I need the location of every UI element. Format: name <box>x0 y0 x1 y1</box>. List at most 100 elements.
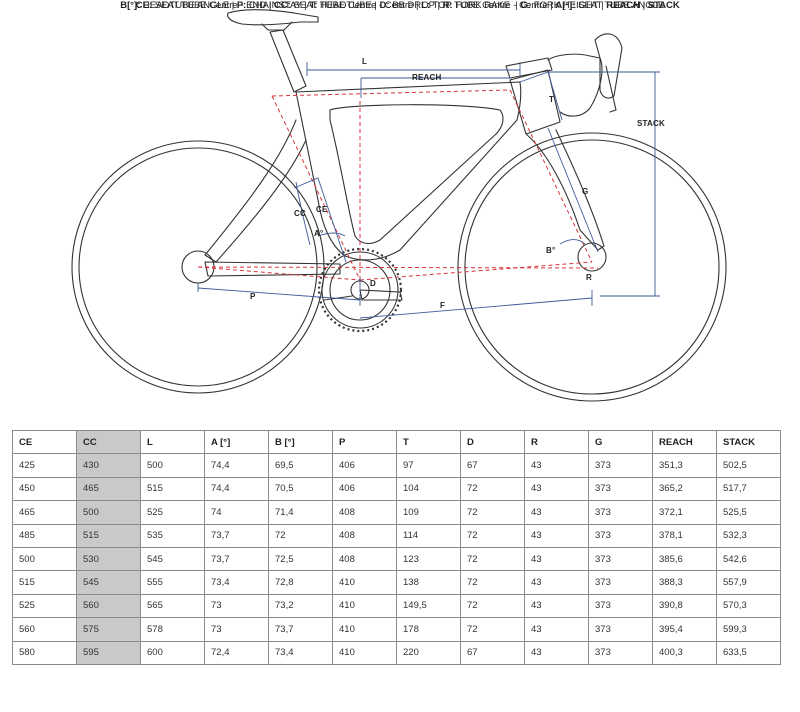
seatstay <box>204 119 307 263</box>
legend-text: HEADTUBE | <box>317 0 380 11</box>
table-cell: 580 <box>12 640 77 665</box>
table-header-cell: B [°] <box>268 429 333 455</box>
table-cell: 542,6 <box>716 546 781 572</box>
legend-abbr: CE: <box>135 0 153 11</box>
table-cell: 365,2 <box>652 476 717 502</box>
table-cell: 373 <box>588 570 653 595</box>
table-cell: 69,5 <box>268 453 333 478</box>
table-cell: 515 <box>12 570 77 595</box>
table-cell: 72 <box>460 570 525 595</box>
table-cell: 43 <box>524 593 589 619</box>
saddle <box>227 9 319 26</box>
table-cell: 595 <box>76 640 141 665</box>
table-cell: 73,7 <box>204 546 269 572</box>
table-cell: 500 <box>140 453 205 478</box>
handlebar <box>547 53 603 117</box>
legend-abbr: CC: <box>273 0 291 11</box>
table-cell: 73,7 <box>268 617 333 642</box>
table-cell: 373 <box>588 500 653 525</box>
table-cell: 530 <box>76 546 141 572</box>
table-cell: 123 <box>396 546 461 572</box>
legend-text: SEAT TUBE Centre - END | <box>152 0 274 11</box>
legend-row-1: CE: SEAT TUBE Centre - END | CC: SEAT TU… <box>0 0 800 11</box>
table-cell: 500 <box>76 500 141 525</box>
table-cell: 43 <box>524 617 589 642</box>
table-cell: 67 <box>460 453 525 478</box>
stem <box>505 57 553 79</box>
table-cell: 43 <box>524 500 589 525</box>
legend-abbr: A[°]: <box>555 0 576 11</box>
table-cell: 72 <box>268 523 333 548</box>
table-cell: 400,3 <box>652 640 717 665</box>
geometry-lines <box>197 89 599 281</box>
table-cell: 450 <box>12 476 77 502</box>
table-cell: 43 <box>524 570 589 595</box>
label-t: T <box>549 95 554 104</box>
table-cell: 408 <box>332 546 397 572</box>
table-header-cell: A [°] <box>204 429 269 455</box>
dimension-lines <box>197 62 660 319</box>
chainring-inner <box>329 259 391 321</box>
front-wheel-inner <box>464 139 720 395</box>
table-cell: 410 <box>332 617 397 642</box>
table-header-cell: L <box>140 429 205 455</box>
crank-arm <box>359 289 403 301</box>
table-cell: 390,8 <box>652 593 717 619</box>
table-cell: 517,7 <box>716 476 781 502</box>
table-header-cell: D <box>460 429 525 455</box>
table-cell: 373 <box>588 546 653 572</box>
bike-diagram-svg: L REACH STACK T G CC CE A° B° D R P F <box>71 9 727 402</box>
table-header-cell: G <box>588 429 653 455</box>
table-cell: 373 <box>588 523 653 548</box>
table-cell: 388,3 <box>652 570 717 595</box>
rear-wheel-outer <box>71 140 325 394</box>
table-cell: 515 <box>76 523 141 548</box>
legend-row-2: B[°]: HEADTUBE ANGLE | P: CHAINSTAY | T:… <box>0 0 800 11</box>
legend-abbr: P: <box>236 0 247 11</box>
table-header-cell: STACK <box>716 429 781 455</box>
table-header-cell: R <box>524 429 589 455</box>
table-cell: 373 <box>588 593 653 619</box>
rear-wheel-inner <box>78 147 318 387</box>
table-cell: 408 <box>332 500 397 525</box>
table-cell: 43 <box>524 523 589 548</box>
table-cell: 545 <box>140 546 205 572</box>
label-cc: CC <box>294 209 306 218</box>
table-cell: 570,3 <box>716 593 781 619</box>
table-cell: 373 <box>588 476 653 502</box>
table-cell: 545 <box>76 570 141 595</box>
label-p: P <box>250 292 256 301</box>
table-header-cell: CC <box>76 429 141 455</box>
table-header-cell: CE <box>12 429 77 455</box>
label-r: R <box>586 273 592 282</box>
table-cell: 633,5 <box>716 640 781 665</box>
table-cell: 560 <box>76 593 141 619</box>
table-cell: 525,5 <box>716 500 781 525</box>
table-cell: 72,4 <box>204 640 269 665</box>
table-cell: 525 <box>140 500 205 525</box>
legend-abbr: STACK <box>647 0 680 11</box>
table-cell: 372,1 <box>652 500 717 525</box>
table-cell: 410 <box>332 593 397 619</box>
table-cell: 67 <box>460 640 525 665</box>
table-cell: 351,3 <box>652 453 717 478</box>
table-cell: 515 <box>140 476 205 502</box>
table-cell: 430 <box>76 453 141 478</box>
table-cell: 73,7 <box>204 523 269 548</box>
table-cell: 72,5 <box>268 546 333 572</box>
table-header-cell: P <box>332 429 397 455</box>
label-f: F <box>440 301 445 310</box>
table-cell: 373 <box>588 640 653 665</box>
label-d: D <box>370 279 376 288</box>
table-cell: 43 <box>524 476 589 502</box>
table-cell: 578 <box>140 617 205 642</box>
table-cell: 502,5 <box>716 453 781 478</box>
table-cell: 565 <box>140 593 205 619</box>
